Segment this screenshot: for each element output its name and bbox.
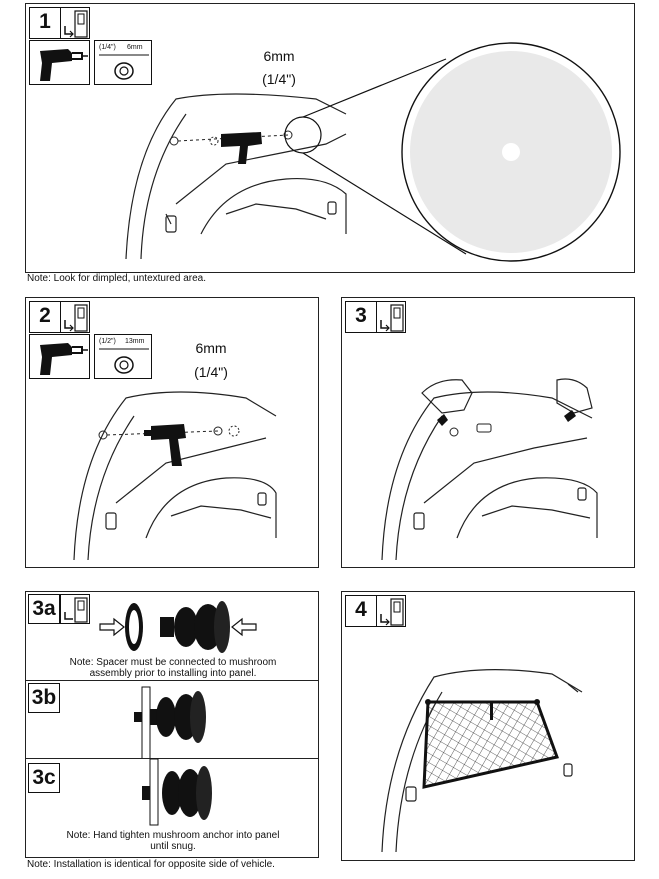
step1-note: Note: Look for dimpled, untextured area. <box>27 273 206 284</box>
cargo-area-drawing <box>381 378 598 561</box>
drill-icon <box>40 343 88 375</box>
person-door-icon <box>60 594 90 624</box>
step1-panel: 1 (1/4") 6mm 6mm (1/4") <box>25 3 635 273</box>
step2-panel: 2 (1/2") 13mm 6mm (1/4") <box>25 297 319 568</box>
mushroom-anchor-icon <box>134 686 206 760</box>
step3b-number: 3b <box>28 683 60 713</box>
step3b-panel: 3b <box>25 680 319 760</box>
step1-callout-size: 6mm <box>263 48 295 64</box>
mushroom-anchor-icon <box>142 758 212 826</box>
step4-number: 4 <box>345 595 377 627</box>
drill-icon <box>40 49 88 81</box>
step3c-number: 3c <box>28 763 60 793</box>
door-icon <box>380 598 404 626</box>
door-icon <box>380 304 404 332</box>
person-door-icon <box>60 7 90 39</box>
footer-note: Note: Installation is identical for oppo… <box>27 859 275 870</box>
washer-icon <box>99 348 149 374</box>
washer-size-box: (1/4") 6mm <box>94 40 152 85</box>
door-icon <box>64 597 88 623</box>
washer-size-box: (1/2") 13mm <box>94 334 152 379</box>
door-icon <box>64 10 88 38</box>
step2-callout-inch: (1/4") <box>194 364 228 380</box>
person-door-icon <box>60 301 90 333</box>
cargo-area-drawing <box>125 42 621 262</box>
step3a-note-line1: Note: Spacer must be connected to mushro… <box>69 657 277 668</box>
person-door-icon <box>376 595 406 627</box>
drill-box <box>29 334 90 379</box>
step3-panel: 3 <box>341 297 635 568</box>
step4-panel: 4 <box>341 591 635 861</box>
washer-icon <box>99 54 149 80</box>
step3c-panel: 3c Note: Hand tighten mushroom anchor in… <box>25 758 319 858</box>
step3c-note-line1: Note: Hand tighten mushroom anchor into … <box>66 830 280 841</box>
door-icon <box>64 304 88 332</box>
drill-box <box>29 40 90 85</box>
mushroom-anchor-icon <box>99 601 257 653</box>
person-door-icon <box>376 301 406 333</box>
step2-callout-size: 6mm <box>195 340 227 356</box>
cargo-area-drawing <box>73 391 277 561</box>
step1-number: 1 <box>29 7 61 39</box>
step3a-panel: 3a Note: Spacer must be connected to mus… <box>25 591 319 681</box>
step1-callout-inch: (1/4") <box>262 71 296 87</box>
cargo-net-drawing <box>381 669 583 853</box>
step3c-note-line2: until snug. <box>150 841 196 852</box>
step3a-note-line2: assembly prior to installing into panel. <box>89 668 257 679</box>
step3a-number: 3a <box>28 594 60 624</box>
